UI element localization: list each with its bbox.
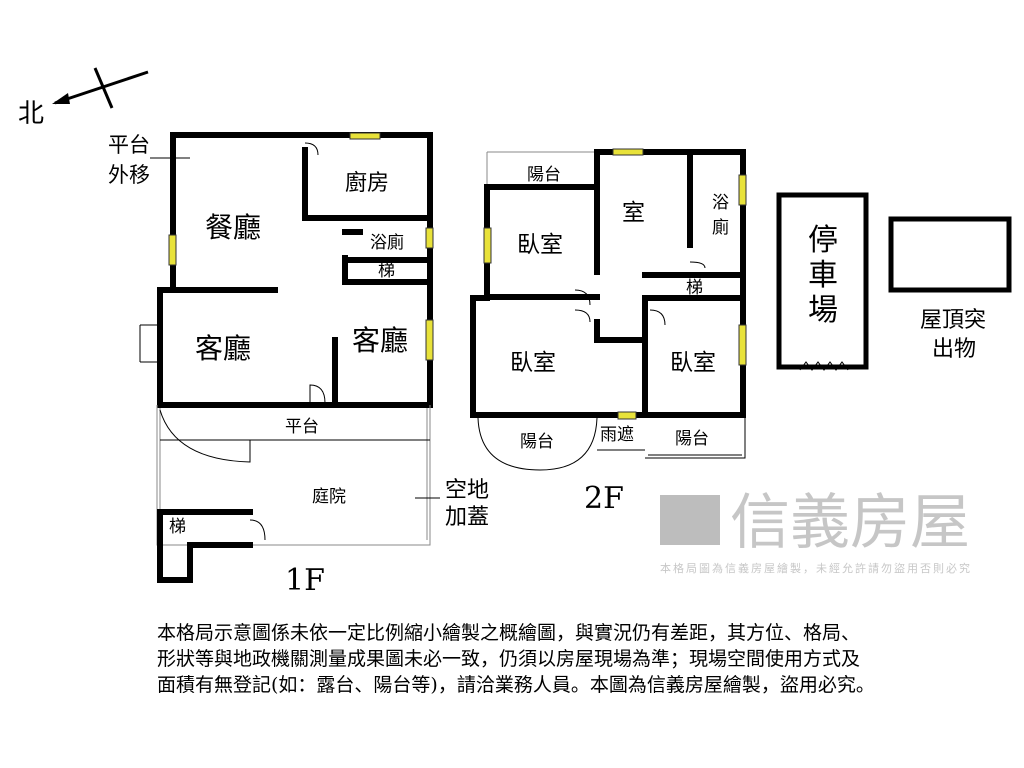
label-canopy: 雨遮 <box>600 425 634 445</box>
parking-label-3: 場 <box>808 293 838 328</box>
label-dining: 餐廳 <box>205 211 261 244</box>
label-open-space-1: 空地 <box>445 478 489 503</box>
notice-line: 本格局示意圖係未依一定比例縮小繪製之概繪圖，與實況仍有差距，其方位、格局、 <box>157 622 861 644</box>
parking-label-2: 車 <box>808 258 838 293</box>
parking-area: 停 車 場 <box>776 192 869 371</box>
roof-label-2: 出物 <box>932 337 976 362</box>
label-bedroom-top: 臥室 <box>517 232 563 258</box>
label-balcony-top: 陽台 <box>527 165 561 185</box>
floor2-title: 2F <box>584 481 624 516</box>
watermark-note: 本格局圖為信義房屋繪製，未經允許請勿盜用否則必究 <box>660 561 972 575</box>
label-courtyard: 庭院 <box>312 487 346 507</box>
label-bedroom-right: 臥室 <box>670 350 716 376</box>
label-stairs-lower: 梯 <box>169 517 186 537</box>
watermark-logo <box>660 495 720 545</box>
label-kitchen: 廚房 <box>345 171 389 196</box>
floor2-plan: 陽台 臥室 室 浴 廁 梯 臥室 臥室 陽台 雨遮 陽台 2F <box>470 148 747 516</box>
label-stairs-2f: 梯 <box>686 278 703 298</box>
label-platform-shift-2: 外移 <box>108 163 150 187</box>
label-balcony-left: 陽台 <box>520 432 554 452</box>
label-bathroom-1f: 浴廁 <box>370 232 404 253</box>
watermark-brand: 信義房屋 <box>730 488 970 558</box>
label-bedroom-left: 臥室 <box>510 350 556 376</box>
north-arrow-icon: 北 <box>18 67 149 129</box>
label-balcony-right: 陽台 <box>675 429 709 449</box>
label-bathroom-2f-2: 廁 <box>712 217 729 238</box>
label-bathroom-2f-1: 浴 <box>712 193 729 213</box>
label-living-left: 客廳 <box>195 332 251 365</box>
label-open-space-2: 加蓋 <box>445 505 489 530</box>
label-living-right: 客廳 <box>352 324 408 357</box>
label-room: 室 <box>622 200 645 226</box>
watermark: 信義房屋 本格局圖為信義房屋繪製，未經允許請勿盜用否則必究 <box>660 488 972 575</box>
floor1-plan: 平台 外移 餐廳 廚房 浴廁 梯 客廳 客廳 平台 庭院 梯 空地 加蓋 1F <box>108 132 489 598</box>
roof-structure: 屋頂突 出物 <box>888 216 1012 362</box>
roof-label-1: 屋頂突 <box>920 308 986 333</box>
label-platform-shift-1: 平台 <box>108 133 150 157</box>
parking-label-1: 停 <box>808 223 838 258</box>
north-label: 北 <box>18 99 44 129</box>
disclaimer-notice: 本格局示意圖係未依一定比例縮小繪製之概繪圖，與實況仍有差距，其方位、格局、 形狀… <box>157 620 937 698</box>
notice-line: 形狀等與地政機關測量成果圖未必一致，仍須以房屋現場為準；現場空間使用方式及 <box>157 648 861 670</box>
notice-line: 面積有無登記(如：露台、陽台等)，請洽業務人員。本圖為信義房屋繪製，盜用必究。 <box>157 674 875 696</box>
label-platform: 平台 <box>285 417 319 437</box>
label-stairs-1f: 梯 <box>378 261 395 281</box>
floor1-title: 1F <box>285 563 325 598</box>
